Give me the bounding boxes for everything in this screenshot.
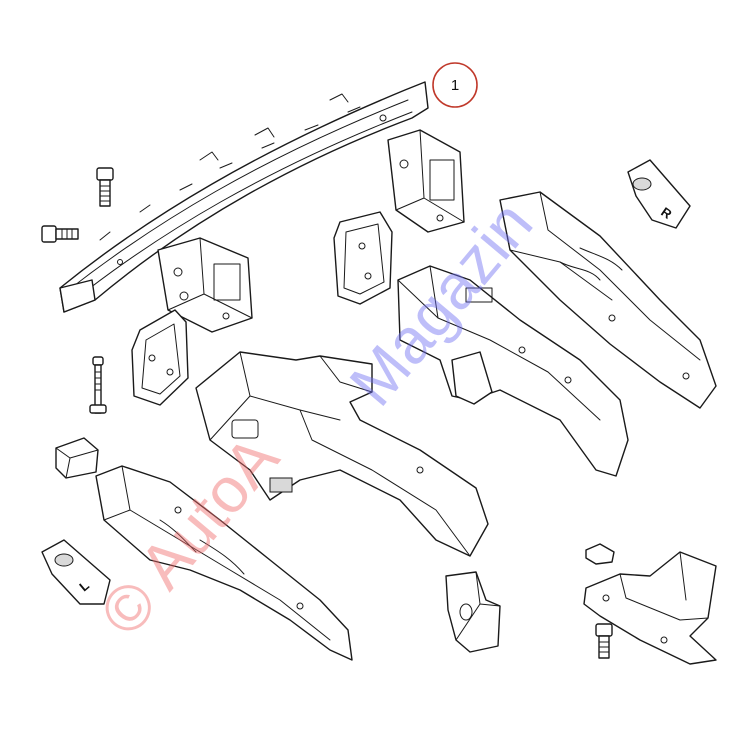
frame-front-center [195,351,489,557]
bracket-bottom-center [445,571,501,653]
callout-1: 1 [432,62,478,108]
callout-circle [432,62,478,108]
frame-rail-upper-right [499,191,717,409]
underbody-shield [583,543,717,665]
crash-box-left [157,237,253,333]
bumper-beam [59,81,429,313]
bracket-r: R [627,159,691,229]
bolt-top [96,167,114,207]
callout-number: 1 [451,77,459,94]
bracket-l: L [41,539,111,605]
mount-plate-left [131,309,189,406]
mount-plate-center [333,211,393,305]
frame-rail-lower-left [95,465,353,661]
bolt-long [89,356,107,414]
bolt-horizontal [41,225,79,243]
frame-rail-main-right [397,265,629,477]
bolt-lower-right [595,623,613,659]
rubber-pad [55,437,99,479]
crash-box-right [387,129,465,233]
watermark-red-text: © AutoA [86,422,293,649]
